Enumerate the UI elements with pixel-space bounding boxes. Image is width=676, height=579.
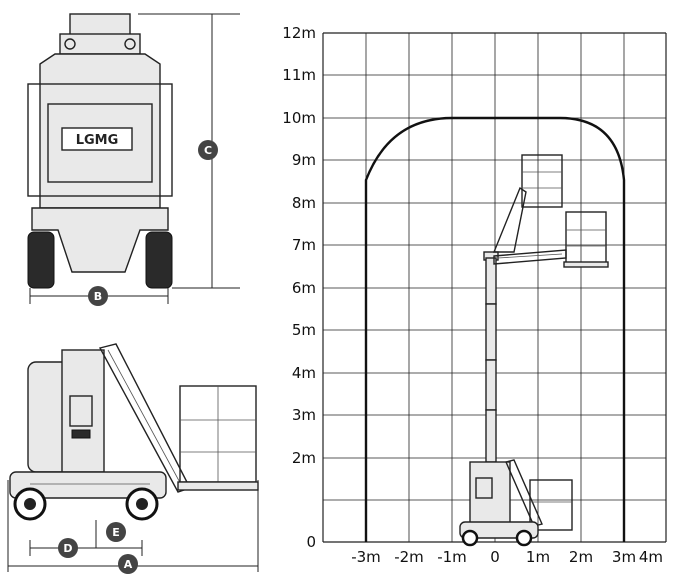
badge-d: [58, 538, 78, 558]
front-view: LGMG B C: [27, 13, 240, 306]
y-tick-label: 3m: [292, 406, 316, 424]
y-tick-label: 6m: [292, 279, 316, 297]
front-chassis: [31, 207, 169, 273]
x-tick-label: 0: [490, 548, 500, 566]
platform-upper: [521, 154, 563, 208]
x-tick-label: 1m: [526, 548, 550, 566]
base-platform-cage: [529, 479, 573, 531]
front-right-wheel: [145, 231, 173, 289]
upper-jib-arm: [492, 186, 527, 253]
y-tick-label: 12m: [282, 24, 316, 42]
side-mast-housing: [61, 349, 105, 473]
y-tick-label: 8m: [292, 194, 316, 212]
front-platform-rail: [59, 33, 141, 55]
base-front-wheel: [515, 529, 533, 547]
badge-b: [88, 286, 108, 306]
base-rear-wheel: [461, 529, 479, 547]
x-tick-label: 4m: [639, 548, 663, 566]
y-tick-label: 10m: [282, 109, 316, 127]
side-view: E D A: [7, 343, 259, 574]
x-tick-label: 2m: [569, 548, 593, 566]
x-tick-label: 3m: [612, 548, 636, 566]
y-axis-labels: 0 2m 3m 4m 5m 6m 7m 8m 9m 10m 11m 12m: [282, 24, 316, 551]
side-badge-plate: [71, 429, 91, 439]
side-control-panel: [69, 395, 93, 427]
badge-c: [198, 140, 218, 160]
svg-text:C: C: [204, 144, 212, 157]
mast-section-2: [485, 303, 497, 361]
x-tick-label: -3m: [351, 548, 381, 566]
badge-e: [106, 522, 126, 542]
base-jib-arm: [505, 459, 543, 527]
svg-text:E: E: [112, 526, 120, 539]
badge-a: [118, 554, 138, 574]
base-control-panel: [475, 477, 493, 499]
svg-text:A: A: [124, 558, 133, 571]
y-tick-label: 2m: [292, 449, 316, 467]
svg-text:D: D: [63, 542, 72, 555]
y-tick-label: 7m: [292, 236, 316, 254]
y-tick-label: 5m: [292, 321, 316, 339]
front-left-wheel: [27, 231, 55, 289]
mast-section-4: [485, 409, 497, 463]
platform-extended-floor: [563, 261, 609, 268]
front-mast-cover: [47, 103, 153, 183]
svg-text:B: B: [94, 290, 102, 303]
y-tick-label: 9m: [292, 151, 316, 169]
y-tick-label: 0: [306, 533, 316, 551]
y-tick-label: 4m: [292, 364, 316, 382]
reach-envelope: [364, 116, 626, 542]
side-chassis: [9, 471, 167, 499]
x-tick-label: -2m: [394, 548, 424, 566]
mast-section-3: [485, 359, 497, 411]
mast-section-1: [485, 257, 497, 305]
y-tick-label: 11m: [282, 66, 316, 84]
side-platform-floor: [177, 481, 259, 491]
brand-logo-plate: [61, 127, 133, 151]
front-side-panels: [27, 83, 173, 197]
platform-extended: [565, 211, 607, 265]
front-top-rack: [69, 13, 131, 37]
brand-logo: LGMG: [76, 133, 119, 148]
x-tick-label: -1m: [437, 548, 467, 566]
